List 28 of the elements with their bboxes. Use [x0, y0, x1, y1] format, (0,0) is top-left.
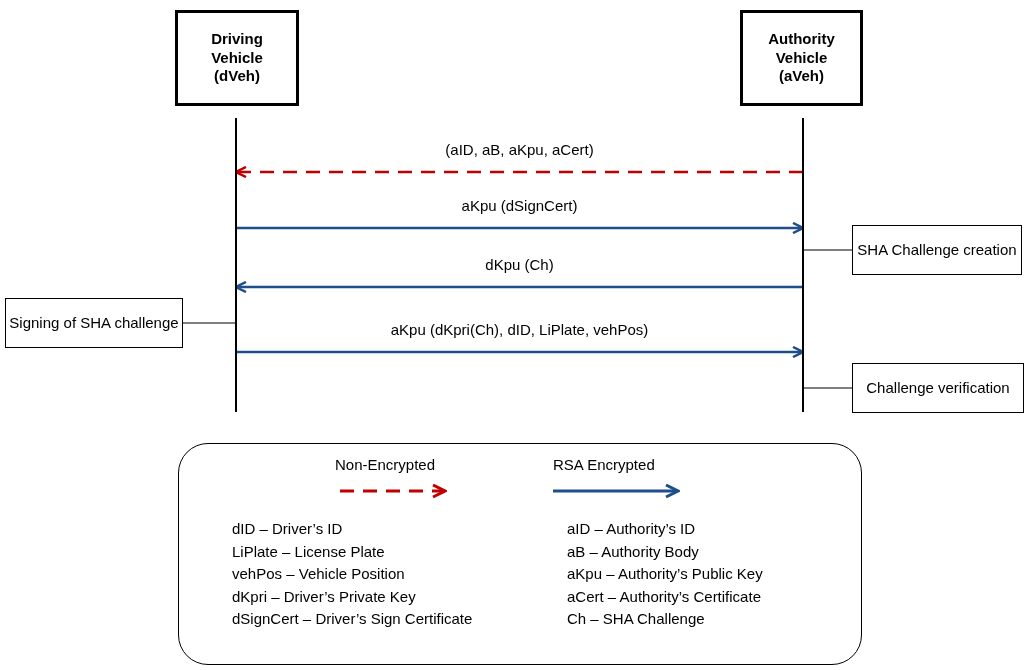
legend-label: RSA Encrypted: [553, 456, 655, 473]
message-arrow: [236, 345, 805, 359]
abbreviation-definition: aCert – Authority’s Certificate: [567, 587, 761, 605]
process-note-box: Signing of SHA challenge: [5, 298, 183, 348]
message-label: aKpu (dKpri(Ch), dID, LiPlate, vehPos): [390, 321, 649, 338]
leader-line: [182, 322, 237, 324]
abbreviation-definition: aB – Authority Body: [567, 542, 699, 560]
abbreviation-definition: LiPlate – License Plate: [232, 542, 385, 560]
abbreviation-definition: dSignCert – Driver’s Sign Certificate: [232, 610, 473, 627]
message-arrow: [234, 165, 803, 179]
leader-line: [802, 387, 853, 389]
participant-box: Authority Vehicle (aVeh): [740, 10, 863, 106]
message-label: dKpu (Ch): [485, 256, 554, 273]
abbreviation-definition: dKpri – Driver’s Private Key: [232, 587, 416, 605]
message-arrow: [234, 280, 803, 294]
message-label: (aID, aB, aKpu, aCert): [445, 141, 594, 158]
abbreviation-definition: vehPos – Vehicle Position: [232, 565, 405, 582]
abbreviation-definition: aID – Authority’s ID: [567, 520, 696, 537]
process-note-box: SHA Challenge creation: [852, 225, 1022, 275]
abbreviation-definition: Ch – SHA Challenge: [567, 610, 705, 627]
message-arrow: [236, 221, 805, 235]
legend-label: Non-Encrypted: [335, 456, 436, 473]
message-label: aKpu (dSignCert): [461, 197, 578, 214]
leader-line: [802, 249, 853, 251]
participant-box: Driving Vehicle (dVeh): [175, 10, 299, 106]
abbreviation-definition: aKpu – Authority’s Public Key: [567, 565, 763, 582]
process-note-box: Challenge verification: [852, 363, 1024, 413]
abbreviation-definition: dID – Driver’s ID: [232, 520, 343, 537]
